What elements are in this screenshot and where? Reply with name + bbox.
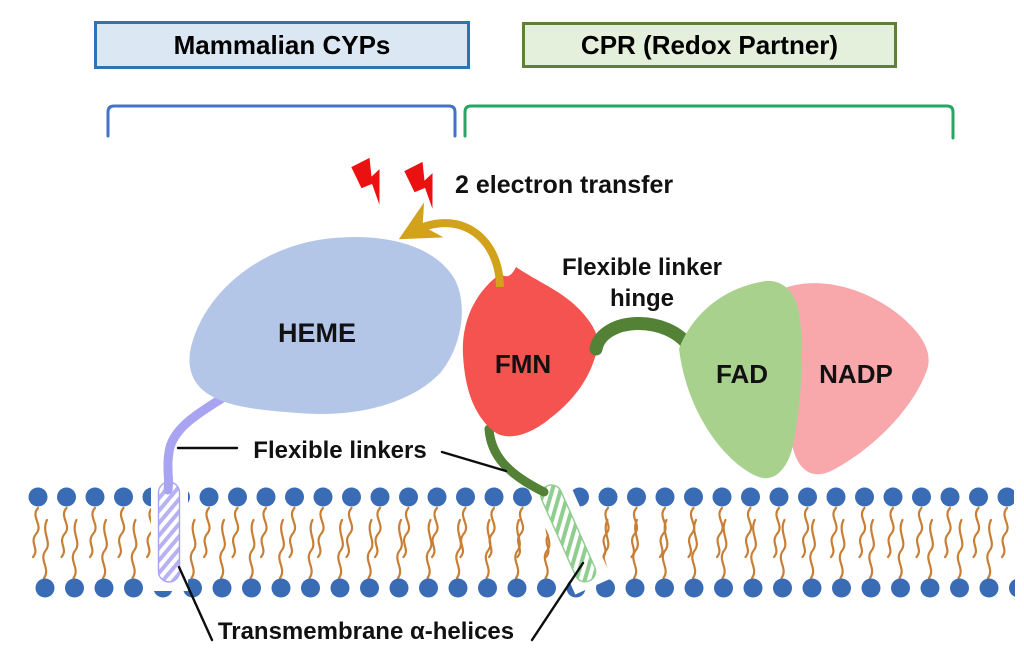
fad-domain-blob bbox=[679, 280, 802, 479]
transmembrane-pointer-left bbox=[177, 565, 214, 642]
flexible-linkers-pointer-right bbox=[440, 450, 508, 473]
fad-label: FAD bbox=[716, 359, 768, 389]
lipid-bilayer bbox=[24, 472, 1015, 598]
cpr-header: CPR (Redox Partner) bbox=[522, 22, 897, 68]
electron-transfer-arrow bbox=[398, 202, 504, 288]
fmn-label: FMN bbox=[494, 349, 552, 379]
cyp-transmembrane-helix bbox=[157, 481, 181, 583]
cpr-bracket bbox=[463, 104, 955, 140]
cpr-label: CPR (Redox Partner) bbox=[580, 29, 839, 60]
flexible-linkers-label: Flexible linkers bbox=[253, 437, 427, 464]
cpr-transmembrane-helix bbox=[540, 484, 597, 583]
cpr-flexible-linker bbox=[484, 424, 549, 497]
lightning-bolt-icon bbox=[404, 161, 433, 209]
fmn-domain-blob bbox=[462, 267, 599, 437]
lightning-bolt-icon bbox=[351, 157, 380, 205]
transmembrane-helices-label: Transmembrane α-helices bbox=[217, 618, 515, 645]
cyp-bracket bbox=[106, 104, 457, 138]
heme-label: HEME bbox=[277, 318, 356, 348]
mammalian-cyps-header: Mammalian CYPs bbox=[94, 21, 470, 69]
nadp-domain-blob bbox=[774, 283, 929, 475]
nadp-label: NADP bbox=[819, 359, 893, 389]
mammalian-cyps-label: Mammalian CYPs bbox=[173, 29, 391, 60]
heme-domain-blob bbox=[189, 237, 462, 414]
linker-hinge bbox=[589, 317, 698, 356]
transmembrane-pointer-right bbox=[530, 561, 585, 642]
bilayer-bottom-leaflet bbox=[30, 512, 1015, 598]
linker-hinge-label: Flexible linker hinge bbox=[561, 254, 723, 312]
electron-transfer-label: 2 electron transfer bbox=[455, 171, 674, 199]
cyp-flexible-linker bbox=[163, 394, 226, 495]
